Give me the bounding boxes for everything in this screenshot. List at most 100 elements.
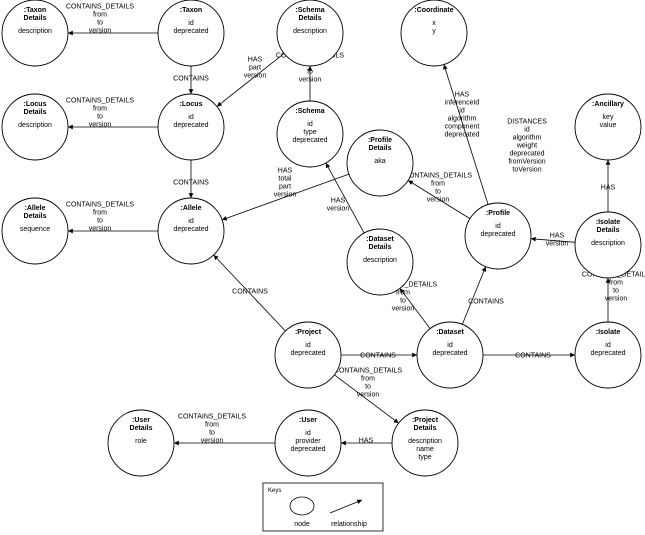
node-locus-prop-0: id	[188, 114, 194, 121]
edge-locus-to-locus-details-label-3: version	[89, 122, 112, 129]
node-taxon-details-shape	[1, 0, 69, 67]
node-profile-details-shape	[346, 129, 414, 197]
edge-schema-to-schema-details-label-2: to	[307, 69, 313, 76]
edge-project-details-to-user-label-0: HAS	[359, 438, 374, 445]
node-profile-details-title-0: :Profile	[368, 137, 392, 144]
edge-profile-to-profile-label-4: deprecated	[509, 151, 544, 158]
node-locus-details-title-1: Details	[24, 109, 47, 116]
node-coordinate-title-0: :Coordinate	[414, 7, 453, 14]
node-isolate-prop-1: deprecated	[590, 350, 625, 357]
node-dataset-prop-0: id	[447, 342, 453, 349]
node-allele-details-title-1: Details	[24, 213, 47, 220]
edge-schema-details-to-locus-label-2: version	[244, 73, 267, 80]
node-user-prop-0: id	[305, 430, 311, 437]
edge-dataset-to-profile-label-0: CONTAINS	[468, 299, 504, 306]
edge-locus-to-allele-label-0: CONTAINS	[173, 180, 209, 187]
edge-taxon-to-locus-label-0: CONTAINS	[173, 76, 209, 83]
node-project-prop-1: deprecated	[290, 350, 325, 357]
node-dataset-details-prop-0: description	[363, 257, 397, 264]
edge-project-to-allele	[213, 254, 286, 332]
edge-allele-to-allele-details-label-1: from	[93, 210, 107, 217]
edge-profile-to-profile-details-label-1: from	[431, 181, 445, 188]
node-dataset-details-title-0: :Dataset	[366, 236, 394, 243]
node-user-title-0: :User	[299, 417, 317, 424]
node-allele-prop-0: id	[188, 218, 194, 225]
edge-isolate-details-to-profile	[530, 236, 576, 243]
node-project-details-title-1: Details	[414, 425, 437, 432]
legend-title: Keys	[268, 488, 281, 494]
node-user-details-title-1: Details	[130, 425, 153, 432]
edge-profile-to-profile-details-label-2: to	[435, 189, 441, 196]
edge-schema-details-to-locus	[216, 53, 285, 107]
node-dataset-title-0: :Dataset	[436, 329, 464, 336]
edge-dataset-to-isolate-label-0: CONTAINS	[515, 353, 551, 360]
node-schema-title-0: :Schema	[295, 108, 324, 115]
legend-relationship-icon	[329, 499, 363, 514]
node-locus-shape	[157, 93, 225, 161]
node-profile-details-title-1: Details	[369, 145, 392, 152]
edge-allele-to-allele-details-label-3: version	[89, 226, 112, 233]
node-taxon-prop-1: deprecated	[173, 28, 208, 35]
node-schema-prop-1: type	[303, 129, 316, 136]
legend-box	[262, 482, 384, 532]
edge-isolate-to-isolate-details-label-3: version	[605, 296, 628, 303]
edge-profile-details-to-allele-label-1: total	[278, 176, 292, 183]
node-allele-prop-1: deprecated	[173, 226, 208, 233]
node-taxon-shape	[157, 0, 225, 67]
node-dataset-shape	[416, 321, 484, 389]
edge-locus-to-locus-details-label-2: to	[97, 114, 103, 121]
edge-profile-to-profile-label-5: fromVersion	[508, 159, 545, 166]
edge-taxon-to-taxon-details-label-0: CONTAINS_DETAILS	[66, 4, 135, 11]
node-project-title-0: :Project	[295, 329, 322, 336]
edge-allele-to-allele-details-label-0: CONTAINS_DETAILS	[66, 202, 135, 209]
edge-profile-to-profile-label-0: DISTANCES	[507, 119, 547, 126]
edge-profile-to-profile-label-3: weight	[516, 143, 537, 150]
edge-profile-to-profile-details	[407, 180, 471, 219]
edge-dataset-to-dataset-details	[399, 288, 431, 329]
edge-isolate-details-to-profile-label-1: version	[546, 241, 569, 248]
edge-profile-details-to-allele-label-0: HAS	[278, 168, 293, 175]
edge-project-to-allele-label-0: CONTAINS	[232, 289, 268, 296]
node-taxon-details-prop-0: description	[18, 28, 52, 35]
edge-isolate-to-isolate-details-label-1: from	[609, 280, 623, 287]
node-allele-details-prop-0: sequence	[20, 226, 50, 233]
edge-profile-to-coordinate-label-1: inferenceId	[445, 100, 480, 107]
edge-dataset-details-to-schema-label-0: HAS	[331, 198, 346, 205]
node-ancillary-prop-1: value	[600, 122, 617, 129]
edge-taxon-to-taxon-details-label-1: from	[93, 12, 107, 19]
node-taxon-details-title-1: Details	[24, 15, 47, 22]
edge-profile-to-profile-label-6: toVersion	[512, 167, 541, 174]
node-schema-prop-2: deprecated	[292, 137, 327, 144]
edge-dataset-to-dataset-details-label-1: from	[396, 290, 410, 297]
legend-node-icon	[289, 496, 315, 516]
node-locus-details-shape	[1, 93, 69, 161]
node-project-shape	[274, 321, 342, 389]
edge-locus-to-locus-details-label-0: CONTAINS_DETAILS	[66, 98, 135, 105]
edge-profile-to-profile-details-label-0: CONTAINS_DETAILS	[404, 173, 473, 180]
edge-dataset-to-dataset-details-label-2: to	[400, 298, 406, 305]
edge-schema-details-to-locus-label-1: part	[249, 65, 261, 72]
node-coordinate-prop-0: x	[432, 20, 436, 27]
edge-profile-to-coordinate-label-5: deprecated	[444, 132, 479, 139]
edge-profile-to-coordinate-label-4: component	[445, 124, 480, 131]
edge-isolate-details-to-ancillary-label-0: HAS	[601, 185, 616, 192]
edge-isolate-details-to-profile-label-0: HAS	[550, 233, 565, 240]
edge-project-to-project-details-label-3: version	[357, 392, 380, 399]
node-dataset-details-title-1: Details	[369, 244, 392, 251]
node-dataset-details-shape	[346, 228, 414, 296]
node-user-prop-2: deprecated	[290, 446, 325, 453]
node-schema-details-title-1: Details	[299, 15, 322, 22]
node-locus-details-title-0: :Locus	[24, 101, 47, 108]
node-taxon-prop-0: id	[188, 20, 194, 27]
